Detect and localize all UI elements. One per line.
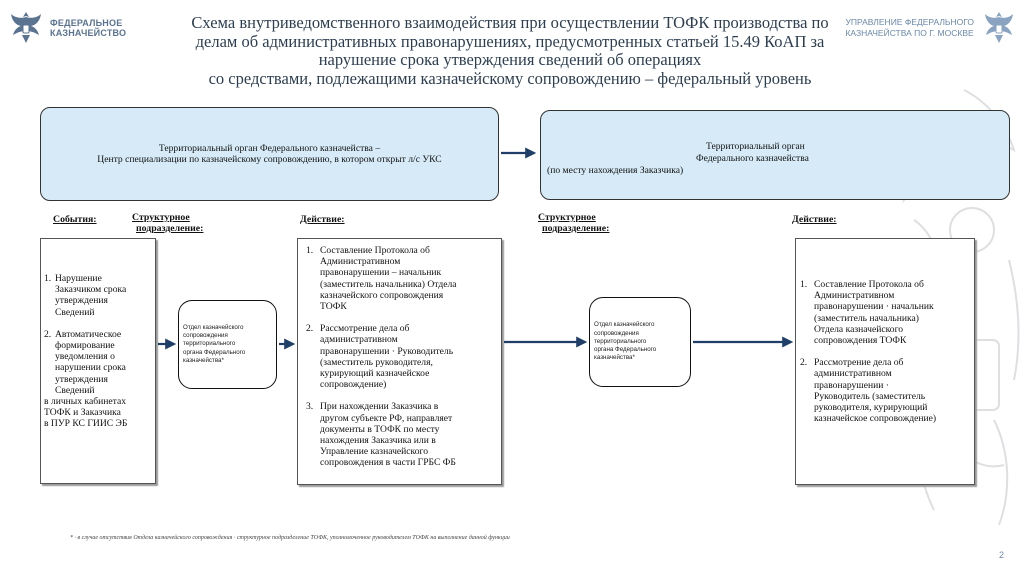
action-header-right: Действие:	[792, 214, 837, 225]
organ-right-line: (по месту нахождения Заказчика)	[547, 165, 684, 176]
organ-right-line: Федерального казначейства	[696, 153, 809, 164]
action-item: 1. Составление Протокола об Администрати…	[800, 279, 934, 347]
events-header: События:	[53, 214, 97, 225]
organ-left-line: Центр специализации по казначейскому соп…	[97, 154, 442, 165]
title-line: Схема внутриведомственного взаимодействи…	[191, 13, 829, 32]
page-title: Схема внутриведомственного взаимодействи…	[150, 13, 870, 88]
moscow-treasury-logo: УПРАВЛЕНИЕ ФЕДЕРАЛЬНОГО КАЗНАЧЕЙСТВА ПО …	[816, 8, 1016, 48]
eagle-emblem-icon	[985, 12, 1013, 43]
action-item: 1. Составление Протокола об Администрати…	[306, 245, 457, 313]
unit-header-right: Структурное подразделение:	[538, 212, 610, 234]
action-item: 3. При нахождении Заказчика в другом суб…	[306, 401, 456, 469]
unit-box-left: Отдел казначейского сопровождения террит…	[178, 300, 277, 389]
organ-right-line: Территориальный орган	[706, 141, 805, 152]
page-number: 2	[998, 550, 1004, 560]
action-item: 2. Рассмотрение дела об административном…	[306, 323, 454, 391]
title-line: делам об административных правонарушения…	[195, 31, 825, 51]
unit-header-left: Структурное подразделение:	[132, 212, 204, 234]
organ-box-customer-location: Территориальный орган Федерального казна…	[540, 110, 1010, 200]
actions-box-right: 1. Составление Протокола об Администрати…	[795, 238, 975, 485]
event-item: 2. Автоматическое формирование уведомлен…	[44, 328, 126, 396]
unit-box-right: Отдел казначейского сопровождения террит…	[589, 297, 691, 387]
event-item: 1. Нарушение Заказчиком срока утверждени…	[44, 273, 127, 318]
title-line: нарушение срока утверждения сведений об …	[318, 50, 702, 69]
eagle-emblem-icon	[11, 12, 41, 43]
federal-treasury-logo: ФЕДЕРАЛЬНОЕ КАЗНАЧЕЙСТВО	[8, 8, 148, 48]
organ-left-line: Территориальный орган Федерального казна…	[158, 142, 381, 154]
org-name-right: УПРАВЛЕНИЕ ФЕДЕРАЛЬНОГО КАЗНАЧЕЙСТВА ПО …	[845, 17, 974, 38]
actions-box-left: 1. Составление Протокола об Администрати…	[297, 238, 502, 485]
footnote: * · в случае отсутствия Отдела казначейс…	[70, 535, 510, 541]
title-line: со средствами, подлежащими казначейскому…	[208, 68, 812, 88]
action-item: 2. Рассмотрение дела об административном…	[800, 357, 937, 425]
org-name-left: ФЕДЕРАЛЬНОЕ КАЗНАЧЕЙСТВО	[50, 18, 127, 38]
event-tail: в личных кабинетах ТОФК и Заказчика в ПУ…	[44, 396, 128, 430]
action-header-left: Действие:	[300, 214, 345, 225]
organ-box-specialization-center: Территориальный орган Федерального казна…	[40, 107, 499, 201]
events-box: 1. Нарушение Заказчиком срока утверждени…	[40, 238, 156, 484]
